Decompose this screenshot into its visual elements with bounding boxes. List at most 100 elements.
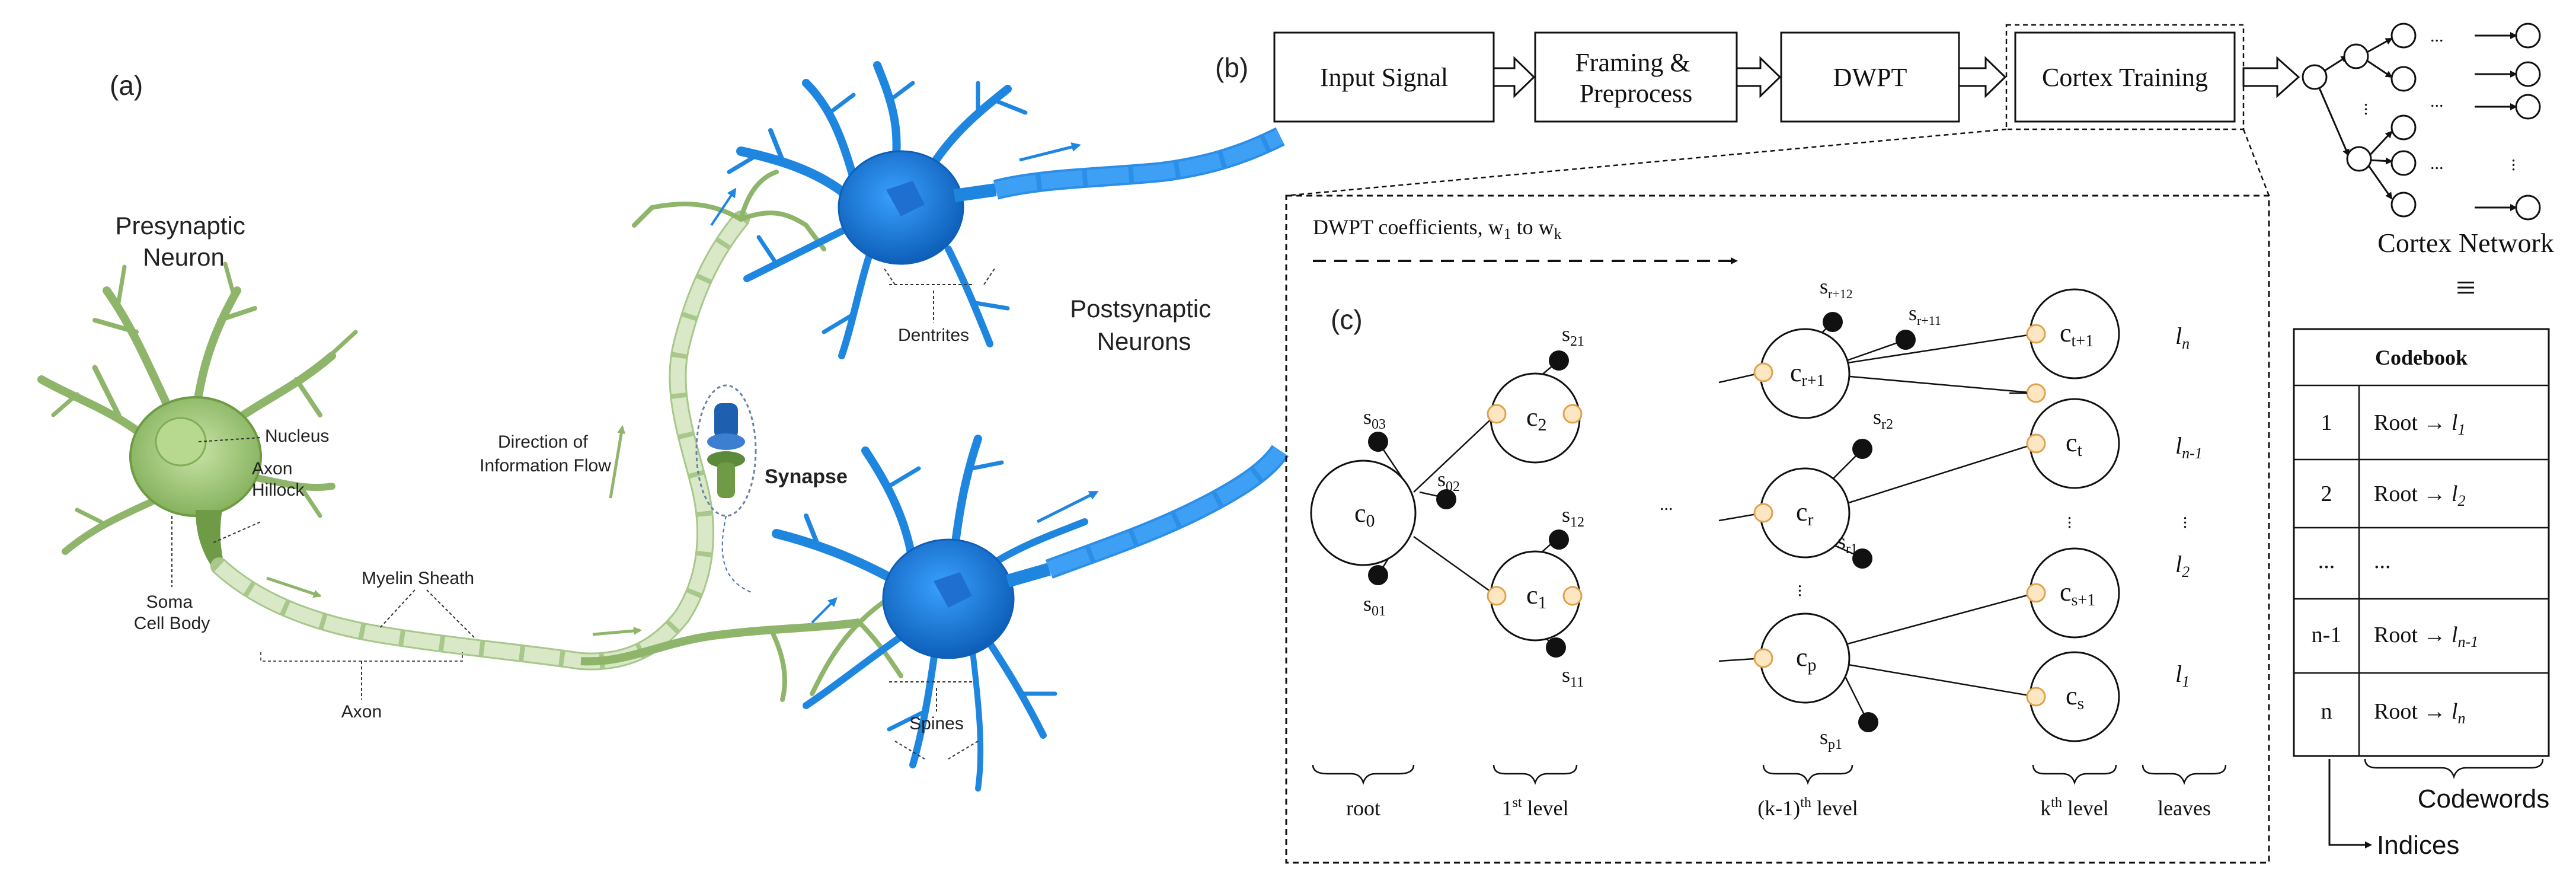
level-captions: root 1st level (k-1)th level kth level l…: [1346, 795, 2211, 820]
spines-label: Spines: [909, 714, 964, 733]
presynaptic-axon: [210, 210, 860, 671]
codebook-idx-5: n: [2321, 699, 2332, 724]
dwpt-label: DWPT: [1833, 63, 1907, 92]
codebook-frame: [2293, 328, 2550, 757]
svg-text:sr1: sr1: [1837, 529, 1858, 557]
svg-text:s21: s21: [1562, 322, 1584, 349]
svg-text:1st level: 1st level: [1502, 795, 1569, 820]
synapse-label: Synapse: [765, 465, 848, 488]
cortex-training-label: Cortex Training: [2042, 63, 2208, 92]
cortex-network-label: Cortex Network: [2377, 228, 2554, 258]
codebook-idx-4: n-1: [2312, 623, 2342, 647]
flow-arrow-2: [1736, 56, 1782, 98]
cortex-net-dots-2: ...: [2430, 91, 2444, 111]
codebook-title: Codebook: [2375, 346, 2468, 369]
summary-dots: [1368, 312, 1916, 732]
svg-text:ln-1: ln-1: [2175, 432, 2203, 462]
framing-label: Framing & Preprocess: [1575, 48, 1696, 108]
framing-box: [1534, 31, 1738, 123]
summary-labels: s03 s02 s01 s21 s12 s11 sr+12 sr+11 sr2 …: [1363, 275, 1941, 752]
cortex-net-vdots-1: ...: [2361, 103, 2380, 116]
codebook-idx-2: 2: [2321, 481, 2332, 506]
codebook-entry-3: ...: [2374, 548, 2391, 573]
codebook-entry-1: Root → l1: [2374, 410, 2465, 438]
panel-label-a: (a): [110, 70, 143, 101]
direction-label: Direction of Information Flow: [480, 432, 611, 476]
codebook-entry-5: Root → ln: [2374, 699, 2465, 727]
myelin-label: Myelin Sheath: [362, 569, 474, 588]
codebook-entry-4: Root → ln-1: [2374, 623, 2478, 650]
svg-text:s12: s12: [1562, 503, 1584, 530]
cortex-network-tree: [2313, 32, 2517, 211]
tree-panel-border: [1285, 194, 2270, 864]
svg-text:ct+1: ct+1: [2060, 318, 2094, 350]
svg-text:sr+11: sr+11: [1909, 301, 1941, 328]
codebook-entry-2: Root → l2: [2374, 481, 2465, 509]
svg-text:c2: c2: [1526, 403, 1547, 435]
svg-text:cs+1: cs+1: [2060, 578, 2095, 610]
svg-text:(k-1)th level: (k-1)th level: [1757, 795, 1858, 820]
svg-text:sp1: sp1: [1820, 725, 1842, 752]
soma-label: Soma Cell Body: [134, 592, 210, 633]
codebook: Codebook 1 Root → l1 2 Root → l2 ... ...…: [2293, 328, 2550, 860]
flow-arrow-1: [1492, 56, 1536, 98]
node-labels: c0 c2 c1 cr+1 cr cp ct+1 ct cs+1 cs: [1354, 318, 2095, 713]
input-signal-label: Input Signal: [1320, 63, 1448, 92]
svg-text:l2: l2: [2175, 551, 2190, 580]
tree-dots-v2: ...: [2064, 516, 2084, 529]
neuron-illustration: (a) Presynaptic Neuron: [37, 61, 1289, 792]
flow-arrow-3: [1958, 56, 2007, 98]
tree-edges: [1377, 323, 2037, 721]
level-braces: [1312, 764, 2227, 785]
postsynaptic-label: Postsynaptic Neurons: [1070, 295, 1218, 355]
level-labels: ln ln-1 l2 l1: [2175, 323, 2203, 690]
svg-text:c1: c1: [1526, 580, 1547, 612]
svg-text:sr+12: sr+12: [1820, 275, 1853, 301]
svg-text:leaves: leaves: [2158, 796, 2211, 820]
svg-text:s11: s11: [1562, 663, 1584, 690]
svg-text:sr2: sr2: [1873, 405, 1893, 432]
dwpt-box: [1780, 31, 1960, 123]
svg-text:cp: cp: [1796, 643, 1817, 675]
indices-label: Indices: [2377, 831, 2459, 860]
tree-nodes: [1310, 288, 2120, 742]
codewords-label: Codewords: [2418, 784, 2550, 813]
axon-hillock-label: Axon Hillock: [252, 459, 305, 500]
synapse-inset: [695, 384, 757, 594]
codewords-brace: [2364, 758, 2544, 779]
panel-label-c: (c): [1331, 304, 1363, 335]
tree-dots-h: ...: [1660, 494, 1673, 514]
svg-text:cr: cr: [1796, 497, 1814, 529]
node-ports: [1487, 324, 2046, 707]
svg-text:kth level: kth level: [2040, 795, 2109, 820]
cortex-net-dots-3: ...: [2430, 154, 2444, 173]
svg-text:root: root: [1346, 796, 1380, 820]
tree-dots-v1: ...: [1795, 584, 1814, 598]
cortex-network-nodes: [2302, 23, 2541, 221]
nucleus-shape: [155, 417, 207, 467]
svg-text:c0: c0: [1354, 499, 1375, 531]
codebook-idx-3: ...: [2318, 548, 2335, 573]
svg-text:l1: l1: [2175, 661, 2190, 690]
panel-label-b: (b): [1215, 52, 1248, 83]
indices-arrow: [2328, 759, 2372, 848]
svg-text:ct: ct: [2066, 428, 2083, 460]
tree-dots-v3: ...: [2180, 516, 2200, 529]
cortex-net-vdots-2: ...: [2508, 158, 2528, 172]
cortex-training-box: [2014, 31, 2236, 123]
pipeline: (b) Input Signal Framing & Preprocess DW…: [1215, 23, 2554, 307]
svg-text:ln: ln: [2175, 323, 2190, 352]
cortex-net-dots-1: ...: [2430, 26, 2444, 46]
postsynaptic-neuron-upper: [727, 61, 1028, 359]
svg-text:cs: cs: [2066, 681, 2084, 713]
svg-text:s02: s02: [1437, 467, 1460, 494]
presynaptic-label: Presynaptic Neuron: [115, 212, 252, 271]
tree-panel: (c) DWPT coefficients, w1 to wk: [1285, 194, 2270, 864]
codebook-idx-1: 1: [2321, 410, 2332, 435]
dendrites-label: Dentrites: [898, 326, 969, 345]
nucleus-label: Nucleus: [265, 426, 329, 446]
flow-arrow-4: [2242, 56, 2300, 98]
svg-text:s01: s01: [1363, 592, 1386, 619]
equiv-symbol: ≡: [2456, 268, 2476, 307]
